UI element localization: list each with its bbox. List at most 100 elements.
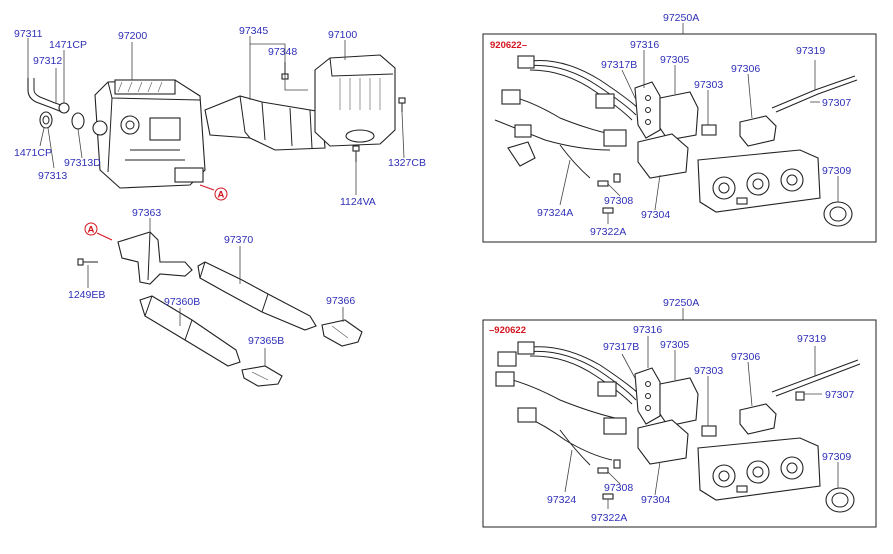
upper-knob-1[interactable] xyxy=(712,176,736,200)
lower-connector-3 xyxy=(495,371,515,387)
label-97366: 97366 xyxy=(326,295,355,307)
lower-lever-97306[interactable] xyxy=(739,403,777,435)
lower-connector-2 xyxy=(497,351,517,367)
label-upper-97308: 97308 xyxy=(604,195,633,207)
label-lower-date: –920622 xyxy=(489,325,526,336)
label-upper-97324a: 97324A xyxy=(537,207,573,219)
reference-circle-a-lower xyxy=(84,222,98,236)
vent-97366[interactable] xyxy=(321,319,363,347)
lower-knob-97309[interactable] xyxy=(825,487,855,513)
label-97312: 97312 xyxy=(33,55,62,67)
label-lower-97308: 97308 xyxy=(604,482,633,494)
label-97360b: 97360B xyxy=(164,296,200,308)
label-upper-97306: 97306 xyxy=(731,63,760,75)
label-upper-97305: 97305 xyxy=(660,54,689,66)
lower-frame xyxy=(482,319,877,528)
clamp-1471cp[interactable] xyxy=(58,102,70,114)
blower-group: 97345 97348 97100 1327CB 1124VA xyxy=(204,25,426,208)
lower-connector-5 xyxy=(597,381,617,397)
lower-part-97304[interactable] xyxy=(637,419,689,465)
lower-connector-4 xyxy=(517,407,537,423)
heater-pipe-97311[interactable] xyxy=(27,78,63,113)
label-upper-97250a: 97250A xyxy=(663,12,699,24)
upper-lever-97306[interactable] xyxy=(739,115,777,147)
label-lower-97250a: 97250A xyxy=(663,297,699,309)
label-1327cb: 1327CB xyxy=(388,157,426,169)
label-97100: 97100 xyxy=(328,29,357,41)
upper-connector-2 xyxy=(501,89,521,105)
duct-97370[interactable] xyxy=(197,261,317,331)
label-ref-a-top: A xyxy=(218,190,225,201)
blower-unit-97100[interactable] xyxy=(314,54,396,147)
label-1124va: 1124VA xyxy=(340,196,376,208)
heater-unit-group: 97311 97312 1471CP 97200 1471CP 97313 97… xyxy=(14,28,228,201)
label-upper-97316: 97316 xyxy=(630,39,659,51)
lower-part-97303[interactable] xyxy=(701,425,717,437)
grommet-97313[interactable] xyxy=(39,111,53,129)
label-lower-97316: 97316 xyxy=(633,324,662,336)
label-97365b: 97365B xyxy=(248,335,284,347)
lower-part-97316[interactable] xyxy=(634,367,661,425)
label-97313d: 97313D xyxy=(64,157,101,169)
ducts-group: A 97363 1249EB 97370 97360B 97366 97365B xyxy=(68,207,363,387)
lower-knob-3[interactable] xyxy=(780,456,804,480)
duct-97360b[interactable] xyxy=(139,295,241,367)
label-upper-97322a: 97322A xyxy=(590,226,626,238)
label-lower-97306: 97306 xyxy=(731,351,760,363)
label-97370: 97370 xyxy=(224,234,253,246)
upper-part-97316[interactable] xyxy=(634,81,661,139)
upper-connector-1 xyxy=(517,55,535,69)
label-ref-a-bottom: A xyxy=(88,225,95,236)
label-upper-97307: 97307 xyxy=(822,97,851,109)
label-upper-date: 920622– xyxy=(490,40,527,51)
label-upper-97309: 97309 xyxy=(822,165,851,177)
label-lower-97317b: 97317B xyxy=(603,341,639,353)
upper-frame xyxy=(482,33,877,243)
label-97200: 97200 xyxy=(118,30,147,42)
heater-top-cover xyxy=(114,79,176,95)
reference-circle-a xyxy=(214,187,228,201)
lower-knob-2[interactable] xyxy=(746,460,770,484)
upper-part-97304[interactable] xyxy=(637,133,689,179)
upper-bulb-97308[interactable] xyxy=(597,180,609,187)
label-lower-97305: 97305 xyxy=(660,339,689,351)
vent-97365b[interactable] xyxy=(241,365,283,387)
label-lower-97304: 97304 xyxy=(641,494,670,506)
upper-knob-3[interactable] xyxy=(780,168,804,192)
label-97348: 97348 xyxy=(268,46,297,58)
lower-connector-6 xyxy=(603,417,627,435)
label-upper-97319: 97319 xyxy=(796,45,825,57)
upper-connector-5 xyxy=(603,129,627,147)
label-97313: 97313 xyxy=(38,170,67,182)
upper-connector-4 xyxy=(595,93,615,109)
upper-switch-97305[interactable] xyxy=(659,91,699,141)
control-assy-upper: 97250A 920622– xyxy=(482,12,877,243)
label-lower-97307: 97307 xyxy=(825,389,854,401)
label-upper-97304: 97304 xyxy=(641,209,670,221)
lower-connector-1 xyxy=(517,341,535,355)
lower-knob-1[interactable] xyxy=(712,464,736,488)
label-1471cp-top: 1471CP xyxy=(49,39,87,51)
lower-switch-97305[interactable] xyxy=(659,377,699,427)
label-1471cp-bottom: 1471CP xyxy=(14,147,52,159)
upper-knob-2[interactable] xyxy=(746,172,770,196)
control-assy-lower: 97250A –920622 xyxy=(482,297,877,528)
label-97345: 97345 xyxy=(239,25,268,37)
blower-duct-97345[interactable] xyxy=(204,95,326,151)
lower-bulb-97322a[interactable] xyxy=(602,493,614,500)
upper-connector-3 xyxy=(514,124,532,138)
label-lower-97319: 97319 xyxy=(797,333,826,345)
lower-bulb-97308[interactable] xyxy=(597,467,609,474)
label-upper-97303: 97303 xyxy=(694,79,723,91)
label-lower-97303: 97303 xyxy=(694,365,723,377)
upper-knob-97309[interactable] xyxy=(823,201,853,227)
label-1249eb: 1249EB xyxy=(68,289,105,301)
label-upper-97317b: 97317B xyxy=(601,59,637,71)
upper-bulb-97322a[interactable] xyxy=(602,207,614,214)
grommet-97313d[interactable] xyxy=(71,112,85,130)
label-97311: 97311 xyxy=(14,28,43,40)
label-97363: 97363 xyxy=(132,207,161,219)
duct-97363[interactable] xyxy=(117,231,193,285)
upper-part-97303[interactable] xyxy=(701,124,717,136)
